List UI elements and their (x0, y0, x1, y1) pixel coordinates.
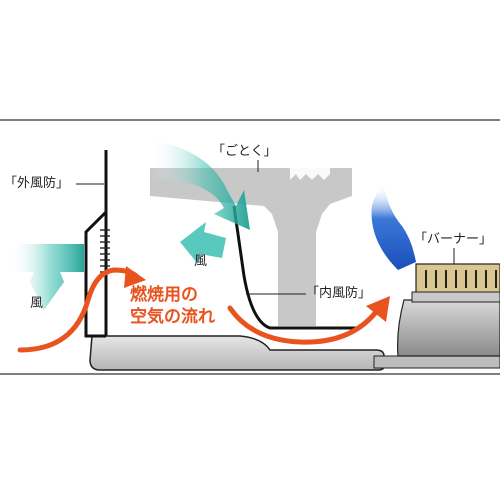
airflow-label-line2: 空気の流れ (130, 307, 215, 327)
wind-arrow-middle (180, 222, 226, 264)
inner-windshield-label: 「内風防」 (306, 286, 372, 301)
burner-flame (371, 184, 416, 270)
inner-windshield (232, 205, 360, 330)
wind-label-middle: 風 (194, 254, 208, 269)
base-plate (89, 335, 385, 371)
wind-arrow-top (150, 140, 250, 230)
burner-body (373, 263, 500, 369)
outer-windshield-vents (100, 229, 110, 273)
outer-windshield (84, 150, 108, 338)
airflow-label-line1: 燃焼用の (130, 285, 198, 305)
burner-label: 「バーナー」 (414, 232, 493, 247)
trivet (150, 168, 352, 326)
wind-arrow-left (10, 244, 84, 310)
airflow-arrow-right (227, 305, 379, 345)
trivet-teeth (290, 168, 330, 180)
outer-windshield-label: 「外風防」 (4, 176, 70, 191)
trivet-label: 「ごとく」 (212, 144, 277, 159)
wind-label-left: 風 (30, 296, 44, 311)
